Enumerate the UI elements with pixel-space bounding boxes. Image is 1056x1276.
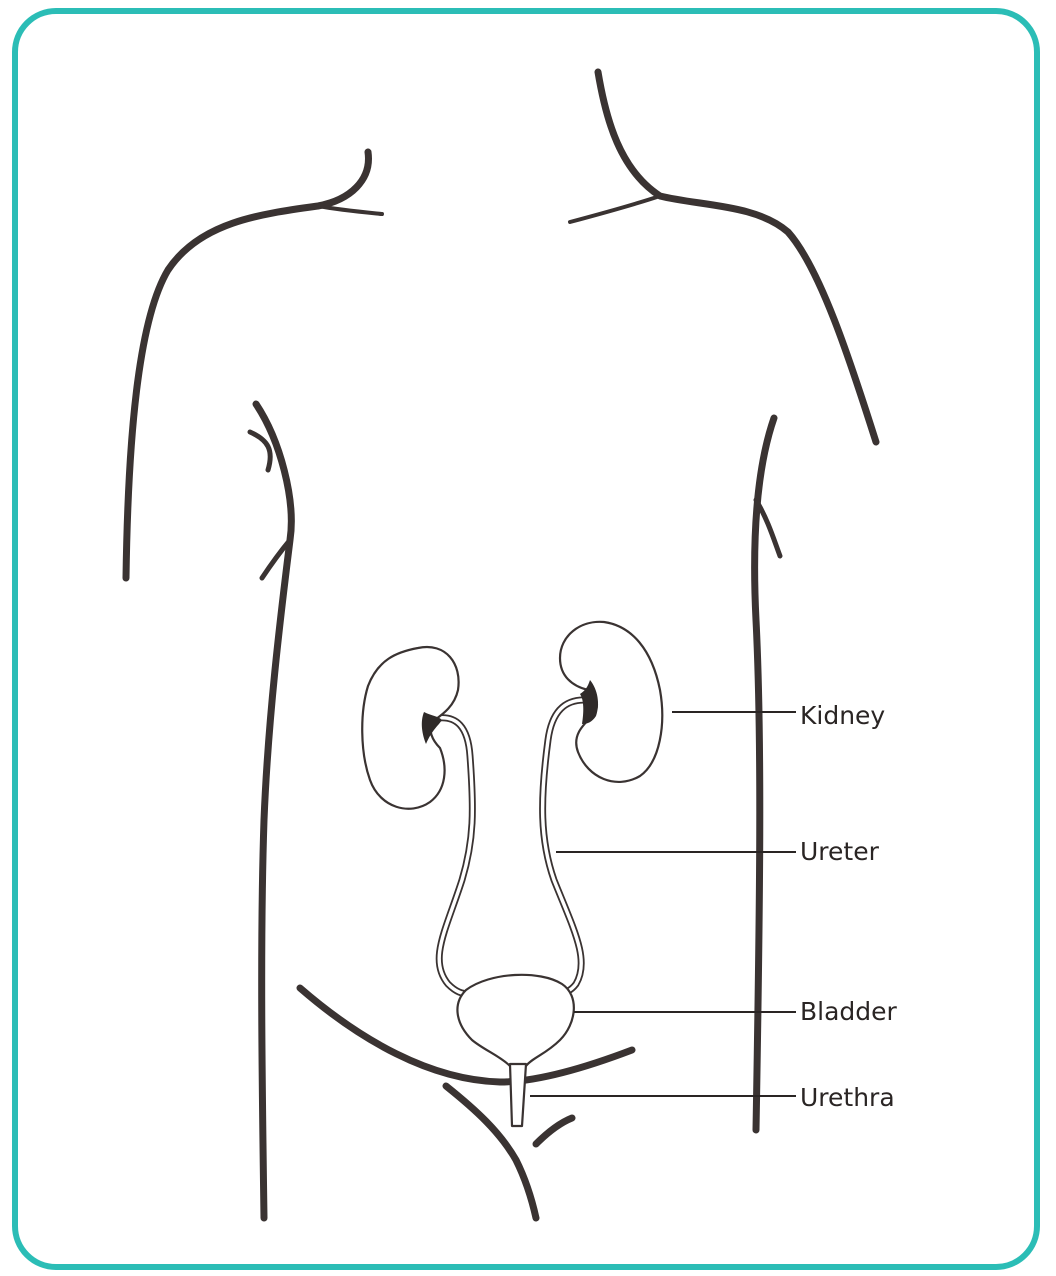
left-arm-gap (250, 432, 290, 578)
labels: Kidney Ureter Bladder Urethra (800, 701, 898, 1112)
groin-line-right (536, 1118, 572, 1144)
left-shoulder-notch (318, 206, 382, 214)
left-torso-side (256, 404, 291, 1218)
right-neck-line (598, 72, 876, 442)
bladder-label: Bladder (800, 997, 898, 1026)
kidney-label: Kidney (800, 701, 885, 730)
ureter-label: Ureter (800, 837, 880, 866)
right-arm-gap (756, 500, 780, 556)
left-neck-line (126, 152, 368, 578)
bladder-group (457, 975, 573, 1126)
right-torso-side (755, 418, 774, 1130)
kidneys (362, 622, 662, 809)
urethra (510, 1064, 526, 1126)
left-kidney (362, 647, 458, 809)
right-shoulder-notch (570, 196, 660, 222)
ureters (438, 700, 584, 994)
bladder (457, 975, 573, 1066)
urethra-label: Urethra (800, 1083, 895, 1112)
